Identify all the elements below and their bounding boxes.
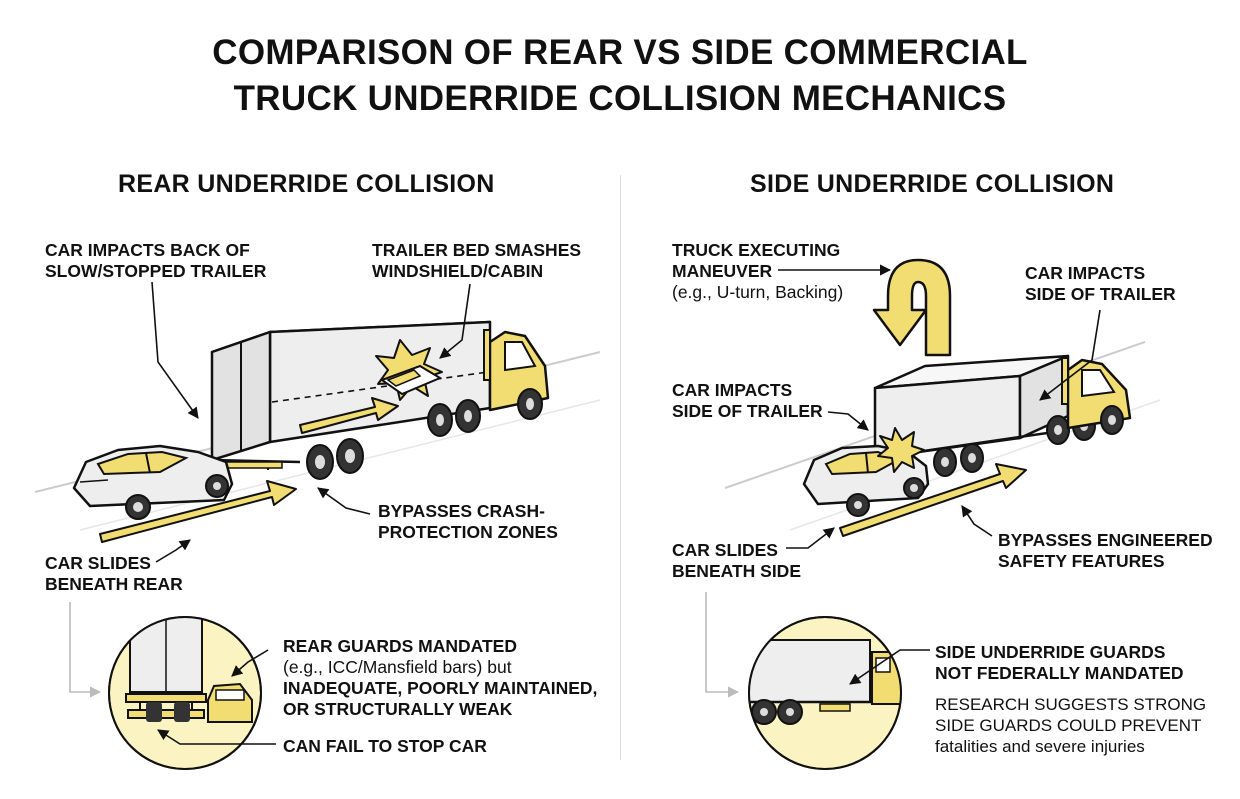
side-bypass-label: BYPASSES ENGINEERED SAFETY FEATURES [998, 530, 1213, 571]
rear-trajectory-arrow-lower [99, 480, 297, 543]
side-scene [705, 258, 1161, 698]
rear-trajectory-arrow-upper [299, 397, 399, 434]
rear-fail-label: CAN FAIL TO STOP CAR [283, 736, 487, 756]
rear-trailer-wheels [306, 399, 481, 480]
rear-guard-inset [108, 616, 262, 770]
rear-smash-label: TRAILER BED SMASHES WINDSHIELD/CABIN [372, 240, 582, 281]
rear-guards-label: REAR GUARDS MANDATED (e.g., ICC/Mansfiel… [283, 636, 598, 719]
side-impact-right-label: CAR IMPACTS SIDE OF TRAILER [1025, 263, 1176, 304]
side-slides-label: CAR SLIDES BENEATH SIDE [672, 540, 801, 581]
side-impact-left-leader [827, 411, 869, 431]
side-slides-leader [786, 527, 835, 549]
side-research-label: RESEARCH SUGGESTS STRONG SIDE GUARDS COU… [935, 695, 1207, 756]
rear-smash-leader [439, 283, 471, 359]
panel-divider [620, 175, 621, 760]
rear-bypass-label: BYPASSES CRASH- PROTECTION ZONES [378, 501, 558, 542]
side-guards-leader [849, 649, 930, 685]
side-panel-title: SIDE UNDERRIDE COLLISION [750, 170, 1115, 198]
rear-fail-leader [157, 729, 276, 745]
side-inset-guide [705, 592, 740, 698]
side-trajectory-arrow [839, 463, 1027, 537]
rear-guards-leader [231, 649, 269, 677]
side-bypass-leader [961, 505, 993, 537]
rear-panel-title: REAR UNDERRIDE COLLISION [118, 170, 495, 198]
page-title: COMPARISON OF REAR VS SIDE COMMERCIAL TR… [0, 30, 1240, 122]
side-guards-label: SIDE UNDERRIDE GUARDS NOT FEDERALLY MAND… [935, 642, 1184, 683]
side-guard-inset [748, 616, 902, 770]
side-impact-burst [877, 427, 925, 473]
side-maneuver-label: TRUCK EXECUTING MANEUVER (e.g., U-turn, … [672, 240, 844, 302]
rear-inset-guide [69, 602, 102, 698]
side-impact-left-label: CAR IMPACTS SIDE OF TRAILER [672, 380, 823, 421]
rear-bypass-leader [317, 487, 371, 515]
page-title-line-2: TRUCK UNDERRIDE COLLISION MECHANICS [233, 79, 1007, 118]
rear-slides-label: CAR SLIDES BENEATH REAR [45, 553, 183, 594]
rear-scene [34, 281, 601, 698]
u-turn-arrow [872, 258, 952, 357]
rear-slides-leader [155, 539, 191, 563]
side-impact-right-leader [1039, 309, 1101, 401]
side-truck-cab [1061, 357, 1132, 435]
page-title-line-1: COMPARISON OF REAR VS SIDE COMMERCIAL [212, 33, 1028, 72]
rear-impact-leader [151, 281, 199, 419]
rear-car [72, 444, 234, 520]
rear-impact-label: CAR IMPACTS BACK OF SLOW/STOPPED TRAILER [45, 240, 267, 281]
rear-truck-cab [483, 329, 550, 420]
